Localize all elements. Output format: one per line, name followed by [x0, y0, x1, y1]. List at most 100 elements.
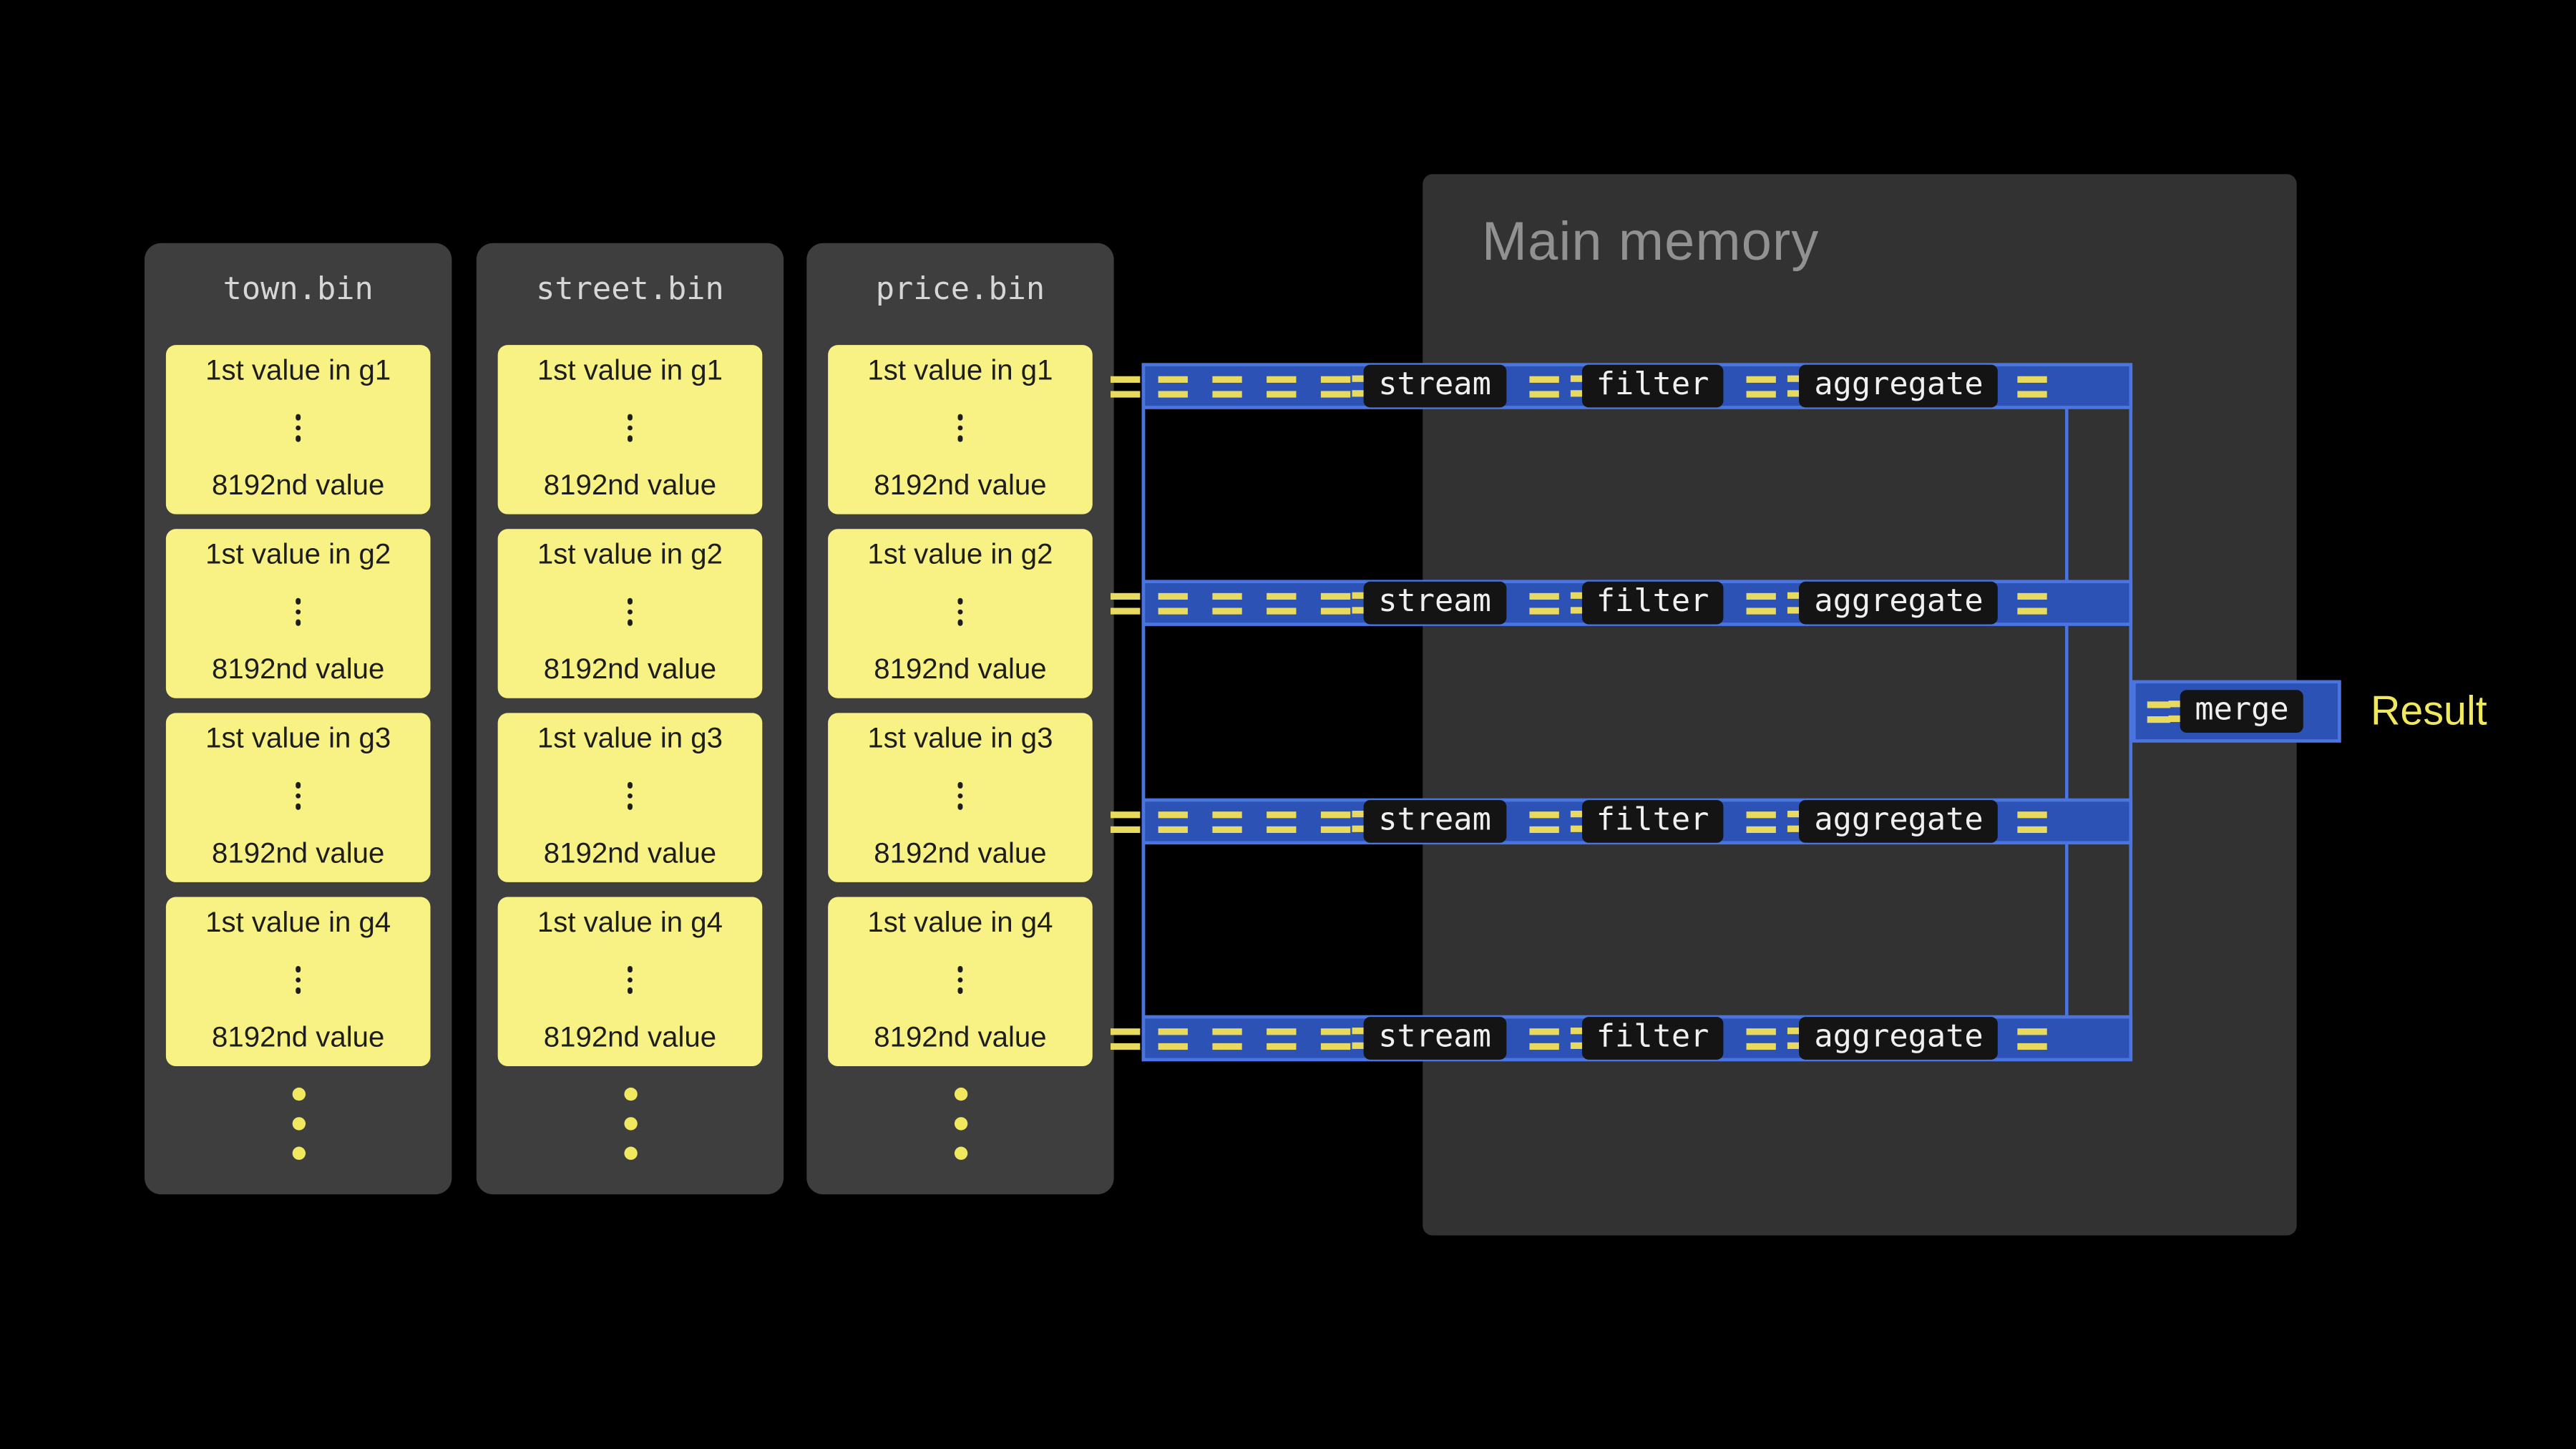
data-chunk-icon — [1747, 1028, 1777, 1049]
stage-badge-filter: filter — [1581, 800, 1724, 843]
last-value-label: 8192nd value — [874, 1020, 1047, 1053]
data-chunk-icon — [1320, 592, 1351, 614]
vertical-ellipsis-icon — [957, 966, 963, 994]
vertical-ellipsis-icon — [295, 598, 301, 626]
row-group-cell-g1: 1st value in g1 8192nd value — [165, 345, 431, 514]
data-chunk-icon — [1212, 1028, 1242, 1049]
stage-badge-stream: stream — [1363, 800, 1506, 843]
row-group-list: 1st value in g1 8192nd value 1st value i… — [828, 345, 1093, 1067]
first-value-label: 1st value in g1 — [205, 353, 391, 386]
last-value-label: 8192nd value — [874, 467, 1047, 501]
data-chunk-icon — [1320, 375, 1351, 397]
data-chunk-icon — [1212, 811, 1242, 832]
stage-badge-aggregate: aggregate — [1799, 1017, 1999, 1060]
data-chunk-icon — [1267, 811, 1297, 832]
merge-badge: merge — [2180, 690, 2304, 733]
vertical-ellipsis-icon — [957, 782, 963, 810]
first-value-label: 1st value in g2 — [537, 537, 723, 570]
last-value-label: 8192nd value — [212, 1020, 385, 1053]
last-value-label: 8192nd value — [212, 467, 385, 501]
stage-badge-stream: stream — [1363, 581, 1506, 625]
pipeline-row-3: stream filter aggregate — [1111, 798, 2133, 845]
first-value-label: 1st value in g3 — [205, 721, 391, 754]
data-chunk-icon — [1528, 375, 1558, 397]
data-chunk-icon — [1320, 1028, 1351, 1049]
pipeline-gap-outline — [1141, 623, 2069, 802]
main-memory-title: Main memory — [1481, 210, 1820, 271]
data-chunk-icon — [1111, 375, 1141, 397]
data-chunk-icon — [1212, 375, 1242, 397]
data-chunk-icon — [2017, 1028, 2048, 1049]
first-value-label: 1st value in g4 — [867, 905, 1053, 938]
more-groups-ellipsis-icon — [953, 1087, 967, 1160]
vertical-ellipsis-icon — [957, 598, 963, 626]
first-value-label: 1st value in g3 — [537, 721, 723, 754]
file-name: town.bin — [223, 270, 374, 308]
data-chunk-icon — [1158, 375, 1188, 397]
data-chunk-icon — [1528, 1028, 1558, 1049]
first-value-label: 1st value in g4 — [537, 905, 723, 938]
file-panel-price: price.bin 1st value in g1 8192nd value 1… — [806, 243, 1114, 1195]
last-value-label: 8192nd value — [543, 651, 717, 685]
last-value-label: 8192nd value — [543, 836, 717, 869]
data-chunk-icon — [1747, 592, 1777, 614]
data-chunk-icon — [1212, 592, 1242, 614]
vertical-ellipsis-icon — [627, 966, 633, 994]
row-group-cell-g2: 1st value in g2 8192nd value — [165, 529, 431, 698]
row-group-cell-g1: 1st value in g1 8192nd value — [828, 345, 1093, 514]
data-chunk-icon — [1111, 1028, 1141, 1049]
row-group-cell-g4: 1st value in g4 8192nd value — [165, 897, 431, 1067]
file-panel-street: street.bin 1st value in g1 8192nd value … — [476, 243, 784, 1195]
row-group-cell-g3: 1st value in g3 8192nd value — [828, 713, 1093, 882]
more-groups-ellipsis-icon — [291, 1087, 305, 1160]
first-value-label: 1st value in g3 — [867, 721, 1053, 754]
more-groups-ellipsis-icon — [623, 1087, 637, 1160]
data-chunk-icon — [2147, 701, 2170, 723]
data-chunk-icon — [1747, 375, 1777, 397]
last-value-label: 8192nd value — [543, 467, 717, 501]
data-chunk-icon — [1158, 592, 1188, 614]
stage-badge-stream: stream — [1363, 364, 1506, 408]
vertical-ellipsis-icon — [295, 782, 301, 810]
data-chunk-icon — [1267, 1028, 1297, 1049]
data-chunk-icon — [2017, 375, 2048, 397]
file-name: street.bin — [536, 270, 724, 308]
vertical-ellipsis-icon — [627, 598, 633, 626]
data-chunk-icon — [1267, 592, 1297, 614]
row-group-cell-g1: 1st value in g1 8192nd value — [497, 345, 763, 514]
last-value-label: 8192nd value — [874, 651, 1047, 685]
row-group-cell-g4: 1st value in g4 8192nd value — [828, 897, 1093, 1067]
last-value-label: 8192nd value — [874, 836, 1047, 869]
file-name: price.bin — [875, 270, 1045, 308]
row-group-list: 1st value in g1 8192nd value 1st value i… — [497, 345, 763, 1067]
first-value-label: 1st value in g1 — [867, 353, 1053, 386]
vertical-ellipsis-icon — [627, 414, 633, 442]
pipeline-row-2: stream filter aggregate — [1111, 580, 2133, 626]
first-value-label: 1st value in g4 — [205, 905, 391, 938]
data-chunk-icon — [1158, 811, 1188, 832]
stage-badge-filter: filter — [1581, 581, 1724, 625]
stage-badge-filter: filter — [1581, 364, 1724, 408]
data-chunk-icon — [1267, 375, 1297, 397]
file-panel-town: town.bin 1st value in g1 8192nd value 1s… — [145, 243, 452, 1195]
row-group-cell-g3: 1st value in g3 8192nd value — [165, 713, 431, 882]
data-chunk-icon — [1528, 811, 1558, 832]
data-chunk-icon — [2017, 811, 2048, 832]
vertical-ellipsis-icon — [957, 414, 963, 442]
data-chunk-icon — [1111, 592, 1141, 614]
last-value-label: 8192nd value — [212, 836, 385, 869]
data-chunk-icon — [1111, 811, 1141, 832]
stage-badge-filter: filter — [1581, 1017, 1724, 1060]
data-chunk-icon — [1158, 1028, 1188, 1049]
vertical-ellipsis-icon — [295, 966, 301, 994]
last-value-label: 8192nd value — [543, 1020, 717, 1053]
row-group-cell-g3: 1st value in g3 8192nd value — [497, 713, 763, 882]
result-label: Result — [2370, 688, 2487, 735]
stage-badge-aggregate: aggregate — [1799, 800, 1999, 843]
data-chunk-icon — [2017, 592, 2048, 614]
first-value-label: 1st value in g2 — [205, 537, 391, 570]
pipeline-row-4: stream filter aggregate — [1111, 1015, 2133, 1062]
stage-badge-aggregate: aggregate — [1799, 364, 1999, 408]
first-value-label: 1st value in g1 — [537, 353, 723, 386]
